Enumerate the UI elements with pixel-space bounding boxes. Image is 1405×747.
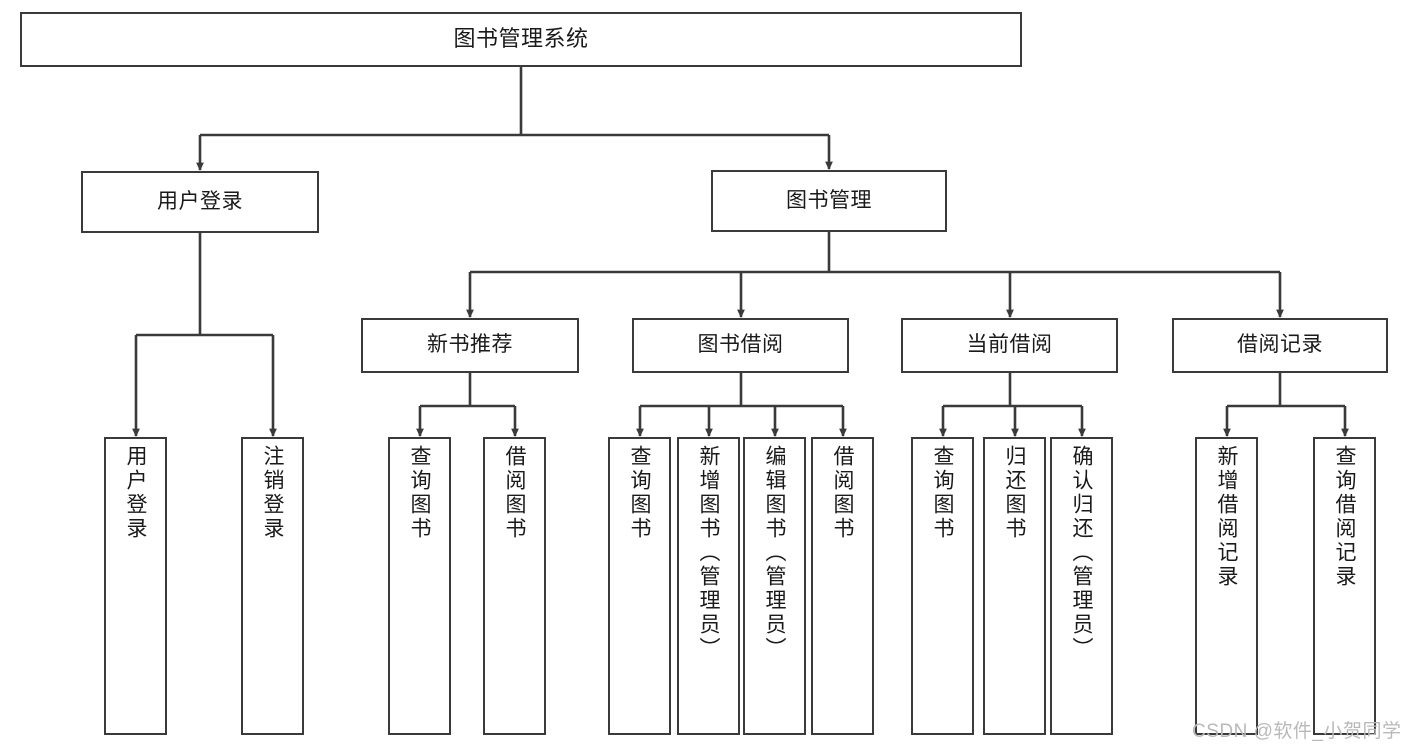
node-user-login[interactable]: 用户登录 [81,171,319,233]
node-book-manage[interactable]: 图书管理 [711,170,947,232]
node-current-borrow[interactable]: 当前借阅 [901,318,1118,373]
node-label: 当前借阅 [966,333,1053,357]
node-leaf-borrow-1[interactable]: 借阅图书 [483,437,546,735]
node-label: 借阅记录 [1237,333,1323,357]
node-leaf-logout[interactable]: 注销登录 [241,437,304,735]
node-label: 图书管理 [786,188,872,212]
node-label: 编辑图书（管理员） [763,445,786,661]
node-leaf-add-record[interactable]: 新增借阅记录 [1195,437,1258,735]
node-leaf-confirm[interactable]: 确认归还（管理员） [1050,437,1113,735]
node-leaf-add-book[interactable]: 新增图书（管理员） [677,437,740,735]
node-label: 借阅图书 [503,445,526,541]
node-borrow-record[interactable]: 借阅记录 [1172,318,1388,373]
node-label: 查询图书 [931,445,954,541]
node-label: 用户登录 [157,189,243,213]
node-new-book-rec[interactable]: 新书推荐 [361,318,579,373]
node-label: 查询图书 [628,445,651,541]
node-label: 新增借阅记录 [1215,445,1238,589]
node-label: 图书借阅 [697,333,784,357]
watermark-text: CSDN @软件_小贺同学 [1192,721,1402,742]
node-root[interactable]: 图书管理系统 [20,12,1022,67]
node-leaf-edit-book[interactable]: 编辑图书（管理员） [743,437,806,735]
node-leaf-query-1[interactable]: 查询图书 [388,437,451,735]
node-label: 借阅图书 [831,445,854,541]
node-label: 图书管理系统 [453,26,589,52]
node-label: 查询借阅记录 [1333,445,1356,589]
node-label: 新书推荐 [427,333,513,357]
node-label: 用户登录 [124,445,147,541]
tree-connectors [132,67,1349,437]
node-leaf-return[interactable]: 归还图书 [983,437,1046,735]
node-label: 注销登录 [261,445,284,541]
node-leaf-user-login[interactable]: 用户登录 [104,437,167,735]
node-leaf-query-3[interactable]: 查询图书 [911,437,974,735]
node-label: 归还图书 [1003,445,1026,541]
node-label: 确认归还（管理员） [1070,445,1093,661]
node-label: 查询图书 [408,445,431,541]
node-leaf-query-2[interactable]: 查询图书 [608,437,671,735]
node-leaf-qry-record[interactable]: 查询借阅记录 [1313,437,1376,735]
node-label: 新增图书（管理员） [697,445,720,661]
node-leaf-borrow-2[interactable]: 借阅图书 [811,437,874,735]
node-book-borrow[interactable]: 图书借阅 [632,318,849,373]
